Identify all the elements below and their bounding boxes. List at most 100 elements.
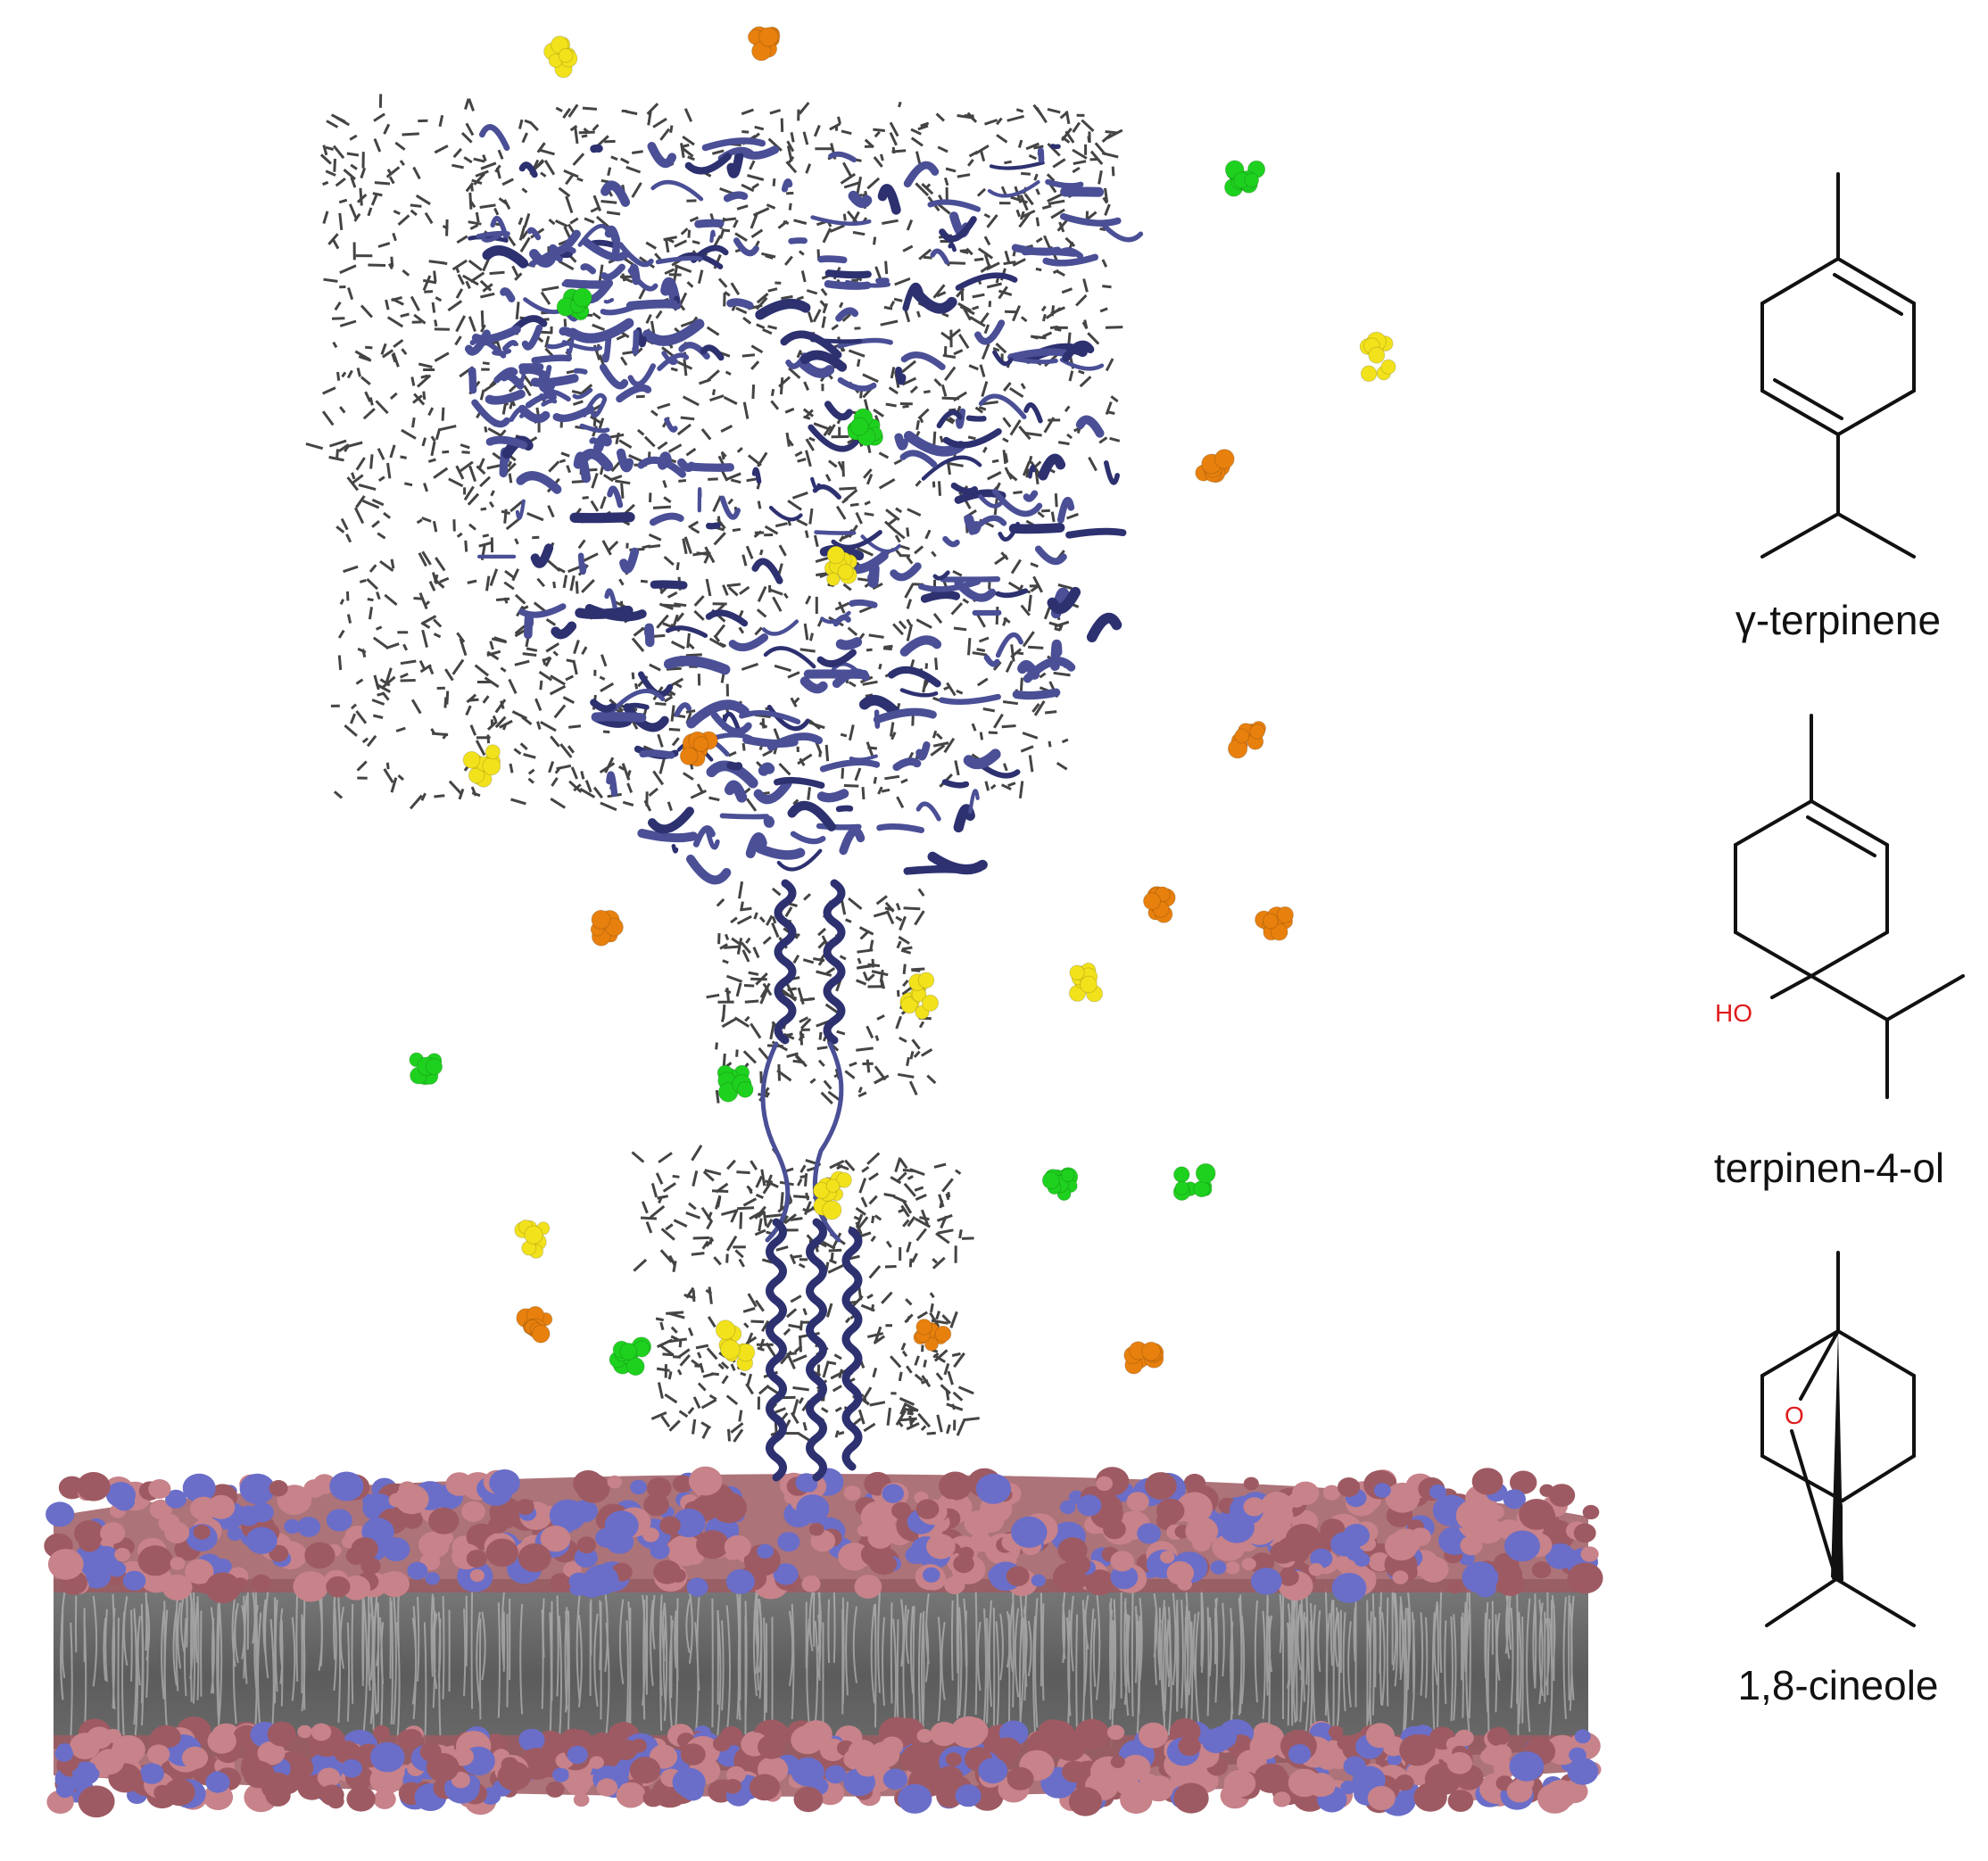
glycan-bond	[670, 641, 685, 649]
glycan-bond	[545, 642, 559, 653]
protein-ribbon-segment	[1086, 613, 1122, 642]
glycan-bond	[741, 554, 748, 567]
glycan-bond	[330, 113, 346, 123]
protein-ribbon-segment	[616, 448, 634, 473]
protein-ribbon-segment	[518, 161, 538, 178]
protein-ribbon-segment	[502, 340, 518, 352]
glycan-bond	[948, 417, 956, 423]
glycan-bond	[1007, 581, 1021, 591]
lipid-headgroup	[800, 1720, 832, 1749]
glycan-bond	[1033, 145, 1044, 150]
lipid-tail	[1439, 1590, 1443, 1674]
glycan-bond	[501, 509, 510, 515]
gamma-terpinene-ligand-atom	[826, 572, 841, 586]
glycan-bond	[805, 595, 812, 605]
glycan-bond	[566, 465, 572, 474]
glycan-bond	[977, 247, 994, 260]
glycan-bond	[790, 132, 795, 143]
protein-ribbon-segment	[888, 666, 941, 688]
lipid-headgroup	[629, 1757, 661, 1784]
glycan-bond	[371, 498, 385, 507]
glycan-bond	[722, 1053, 726, 1068]
glycan-bond	[480, 292, 495, 299]
glycan-bond	[713, 1256, 722, 1266]
lipid-tail	[814, 1620, 819, 1726]
glycan-bond	[1018, 426, 1031, 441]
glycan-bond	[885, 509, 900, 521]
glycan-bond	[487, 426, 501, 437]
glycan-bond	[793, 219, 808, 225]
glycan-bond	[701, 1240, 709, 1250]
glycan-bond	[601, 540, 612, 556]
lipid-headgroup	[854, 1575, 882, 1599]
glycan-bond	[679, 1354, 691, 1367]
glycan-bond	[667, 801, 673, 812]
glycan-bond	[412, 166, 421, 180]
glycan-bond	[473, 157, 485, 163]
lipid-tail	[1329, 1600, 1334, 1667]
glycan-bond	[359, 187, 363, 206]
lipid-tail	[1394, 1592, 1399, 1687]
glycan-bond	[854, 767, 862, 782]
glycan-bond	[898, 1420, 904, 1427]
glycan-bond	[846, 210, 858, 224]
glycan-bond	[781, 294, 793, 301]
phosphate-group	[227, 1526, 244, 1541]
glycan-bond	[360, 167, 367, 179]
spike-protein-ribbon	[464, 124, 1144, 1482]
glycan-bond	[964, 113, 974, 119]
lipid-headgroup	[311, 1723, 332, 1741]
glycan-bond	[913, 1050, 921, 1058]
lipid-tail	[982, 1609, 987, 1724]
lipid-tail	[92, 1595, 98, 1687]
glycan-bond	[725, 988, 732, 995]
glycan-bond	[555, 106, 563, 112]
glycan-bond	[503, 199, 511, 210]
glycan-bond	[334, 301, 342, 311]
glycan-bond	[890, 367, 896, 379]
glycan-bond	[923, 1359, 927, 1368]
glycan-bond	[844, 1070, 856, 1079]
terpinen-4-ol-ligand-atom	[915, 1319, 932, 1336]
lipid-tail	[1184, 1617, 1189, 1727]
glycan-bond	[944, 366, 957, 382]
glycan-bond	[780, 118, 784, 132]
glycan-bond	[358, 484, 377, 492]
glycan-bond	[836, 1030, 846, 1036]
glycan-bond	[898, 620, 907, 630]
glycan-bond	[369, 397, 374, 406]
glycan-bond	[776, 1069, 792, 1082]
glycan-bond	[445, 691, 450, 705]
glycan-bond	[430, 435, 436, 443]
protein-ribbon-segment	[839, 826, 866, 856]
terpinen-4-ol-ligand-atom	[758, 27, 779, 47]
glycan-bond	[465, 182, 475, 193]
glycan-bond	[670, 677, 684, 687]
lipid-tail	[1450, 1616, 1454, 1722]
glycan-bond	[690, 526, 700, 534]
glycan-bond	[521, 230, 529, 240]
glycan-bond	[809, 1078, 816, 1084]
glycan-bond	[952, 1391, 964, 1402]
phosphate-group	[552, 1767, 569, 1782]
glycan-bond	[727, 750, 737, 757]
glycan-bond	[813, 124, 821, 137]
protein-ribbon-segment	[569, 512, 635, 524]
glycan-bond	[857, 1409, 866, 1425]
glycan-bond	[659, 1321, 665, 1331]
glycan-bond	[902, 404, 909, 409]
gamma-terpinene-ligand	[462, 744, 501, 788]
glycan-bond	[373, 138, 382, 153]
glycan-bond	[1101, 259, 1108, 268]
glycan-bond	[848, 897, 863, 910]
glycan-bond	[908, 1258, 913, 1268]
glycan-bond	[527, 768, 535, 775]
glycan-bond	[764, 525, 779, 535]
glycan-bond	[984, 781, 990, 791]
glycan-bond	[478, 541, 493, 548]
protein-ribbon-segment	[577, 224, 609, 247]
glycan-bond	[864, 512, 874, 517]
glycan-bond	[643, 435, 656, 448]
glycan-bond	[808, 721, 825, 730]
glycan-bond	[792, 1385, 809, 1392]
